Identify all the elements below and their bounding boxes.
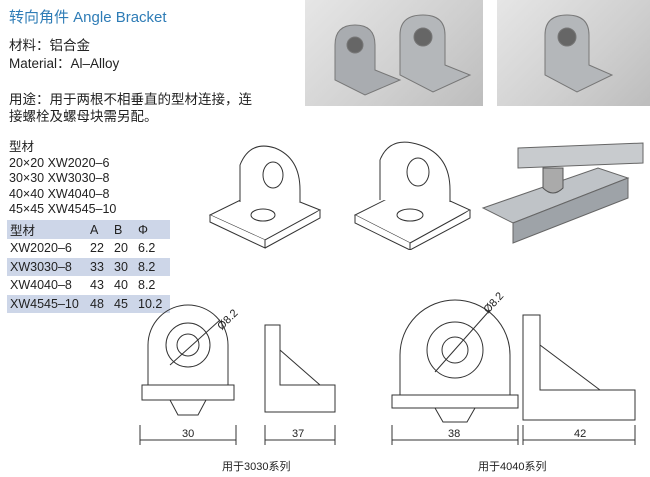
caption-left: 用于3030系列 (222, 461, 291, 473)
cell: 33 (87, 257, 111, 276)
profile-item: 40×40 XW4040–8 (9, 186, 110, 201)
cell: 22 (90, 241, 104, 256)
technical-drawings (139, 299, 636, 445)
cell: 20 (114, 241, 128, 256)
caption-right: 用于4040系列 (478, 461, 547, 473)
usage-line-1: 用途：用于两根不相垂直的型材连接，连 (9, 92, 252, 107)
cell: 43 (90, 278, 104, 293)
assembly-icon (481, 142, 644, 244)
bracket-photo-icon (334, 14, 472, 96)
profile-item: 45×45 XW4545–10 (9, 202, 117, 216)
cell: 8.2 (135, 257, 170, 276)
isometric-drawings (208, 141, 472, 250)
header-phi: Φ (135, 220, 170, 239)
cell: XW3030–8 (7, 257, 87, 276)
material-en: Material：Al–Alloy (9, 56, 120, 71)
dim-width-left: 30 (182, 428, 195, 440)
cell: XW2020–6 (10, 241, 72, 256)
profile-item: 20×20 XW2020–6 (9, 155, 110, 170)
dim-depth-right: 42 (574, 428, 587, 440)
table-header: 型材 A B Φ (7, 220, 170, 239)
cell: 6.2 (138, 241, 156, 256)
table-row: XW2020–6 22 20 6.2 (7, 239, 170, 258)
cell: 45 (111, 294, 135, 313)
cell: 30 (111, 257, 135, 276)
profile-heading: 型材 (9, 140, 35, 154)
dim-depth-left: 37 (292, 428, 305, 440)
material-cn: 材料：铝合金 (9, 38, 90, 53)
cell: 10.2 (135, 294, 170, 313)
header-a: A (87, 220, 111, 239)
assembly-photo (478, 128, 648, 246)
cell: 8.2 (138, 278, 156, 293)
cell: XW4545–10 (7, 294, 87, 313)
table-row: XW4040–8 43 40 8.2 (7, 276, 170, 295)
product-photo-single (497, 0, 650, 106)
dim-width-right: 38 (448, 428, 461, 440)
profile-item: 30×30 XW3030–8 (9, 171, 110, 185)
header-b: B (111, 220, 135, 239)
bracket-photo-icon (544, 14, 614, 93)
cell: XW4040–8 (10, 278, 72, 293)
cell: 40 (114, 278, 128, 293)
product-photo-pair (305, 0, 483, 106)
profile-list: 型材 20×20 XW2020–6 30×30 XW3030–8 40×40 X… (9, 140, 116, 218)
header-profile: 型材 (7, 220, 87, 239)
cell: 48 (87, 294, 111, 313)
page-title: 转向角件 Angle Bracket (9, 9, 167, 26)
usage-line-2: 接螺栓及螺母块需另配。 (9, 109, 158, 124)
